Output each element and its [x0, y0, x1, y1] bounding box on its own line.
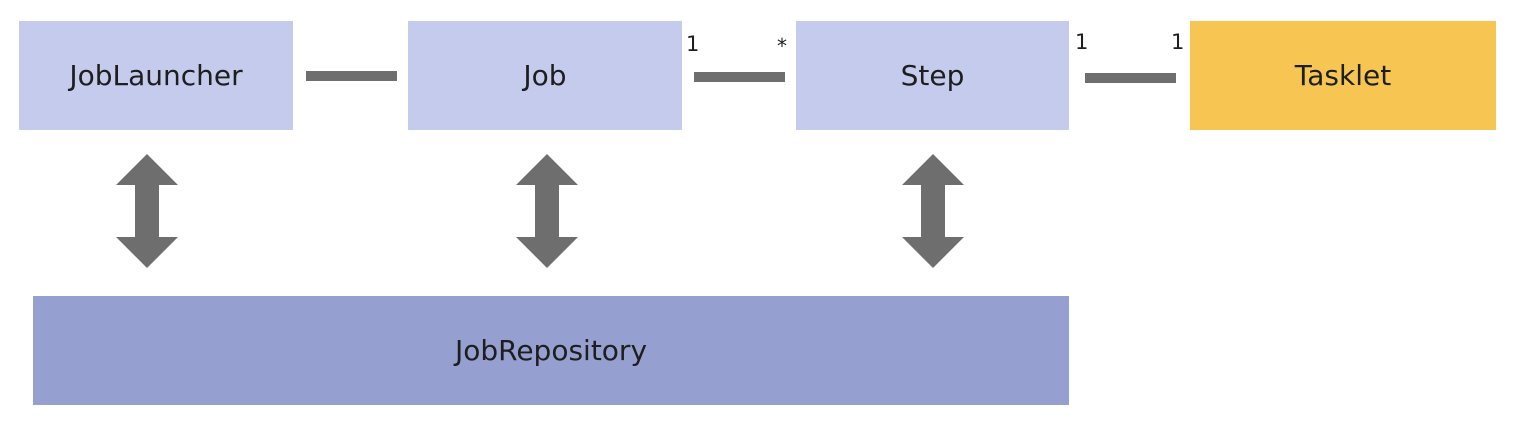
- multiplicity-job-side: 1: [686, 32, 700, 56]
- multiplicity-tasklet-side: 1: [1171, 30, 1185, 54]
- job-repository-box: JobRepository: [33, 296, 1069, 405]
- step-box: Step: [796, 21, 1069, 130]
- connector-job-step: [694, 72, 785, 82]
- tasklet-label: Tasklet: [1294, 59, 1392, 92]
- tasklet-box: Tasklet: [1190, 21, 1496, 130]
- job-box: Job: [408, 21, 682, 130]
- job-launcher-box: JobLauncher: [19, 21, 293, 130]
- connector-step-tasklet: [1085, 73, 1176, 83]
- job-launcher-label: JobLauncher: [69, 59, 243, 92]
- multiplicity-step-many: *: [777, 34, 787, 58]
- double-headed-vertical-arrow-icon: [116, 154, 178, 268]
- job-repository-label: JobRepository: [454, 334, 648, 367]
- connector-launcher-job: [306, 71, 397, 81]
- job-label: Job: [523, 59, 567, 92]
- step-label: Step: [900, 59, 965, 92]
- multiplicity-step-side: 1: [1075, 30, 1089, 54]
- double-headed-vertical-arrow-icon: [902, 154, 964, 268]
- double-headed-vertical-arrow-icon: [516, 154, 578, 268]
